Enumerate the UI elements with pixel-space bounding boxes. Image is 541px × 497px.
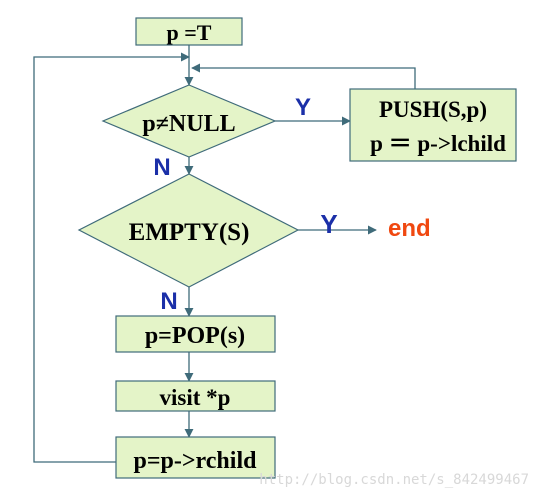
loop-push-to-top bbox=[191, 63, 416, 89]
end-label: end bbox=[388, 215, 431, 242]
push-box bbox=[349, 88, 517, 162]
empty-decision-diamond bbox=[77, 173, 300, 288]
push-label-line2: p ＝ p->lchild bbox=[370, 131, 506, 156]
rchild-box bbox=[115, 436, 276, 479]
null-no-label: N bbox=[153, 154, 170, 181]
empty-yes-label: Y bbox=[320, 209, 337, 239]
loop-rchild-to-top bbox=[33, 52, 190, 463]
null-yes-label: Y bbox=[295, 94, 311, 121]
watermark: http://blog.csdn.net/s_842499467 bbox=[259, 472, 529, 488]
empty-condition-label: EMPTY(S) bbox=[129, 219, 250, 246]
shapes bbox=[77, 17, 517, 479]
rchild-label: p=p->rchild bbox=[134, 448, 258, 474]
init-label: p =T bbox=[167, 20, 212, 45]
visit-label: visit *p bbox=[160, 385, 231, 410]
null-condition-label: p≠NULL bbox=[142, 111, 235, 137]
pop-box bbox=[115, 315, 276, 353]
init-box bbox=[135, 17, 243, 46]
push-label-line1: PUSH(S,p) bbox=[379, 97, 487, 122]
connectors bbox=[33, 45, 416, 463]
pop-label: p=POP(s) bbox=[145, 323, 245, 349]
visit-box bbox=[115, 380, 276, 412]
empty-no-label: N bbox=[160, 288, 177, 315]
null-decision-diamond bbox=[101, 84, 277, 158]
